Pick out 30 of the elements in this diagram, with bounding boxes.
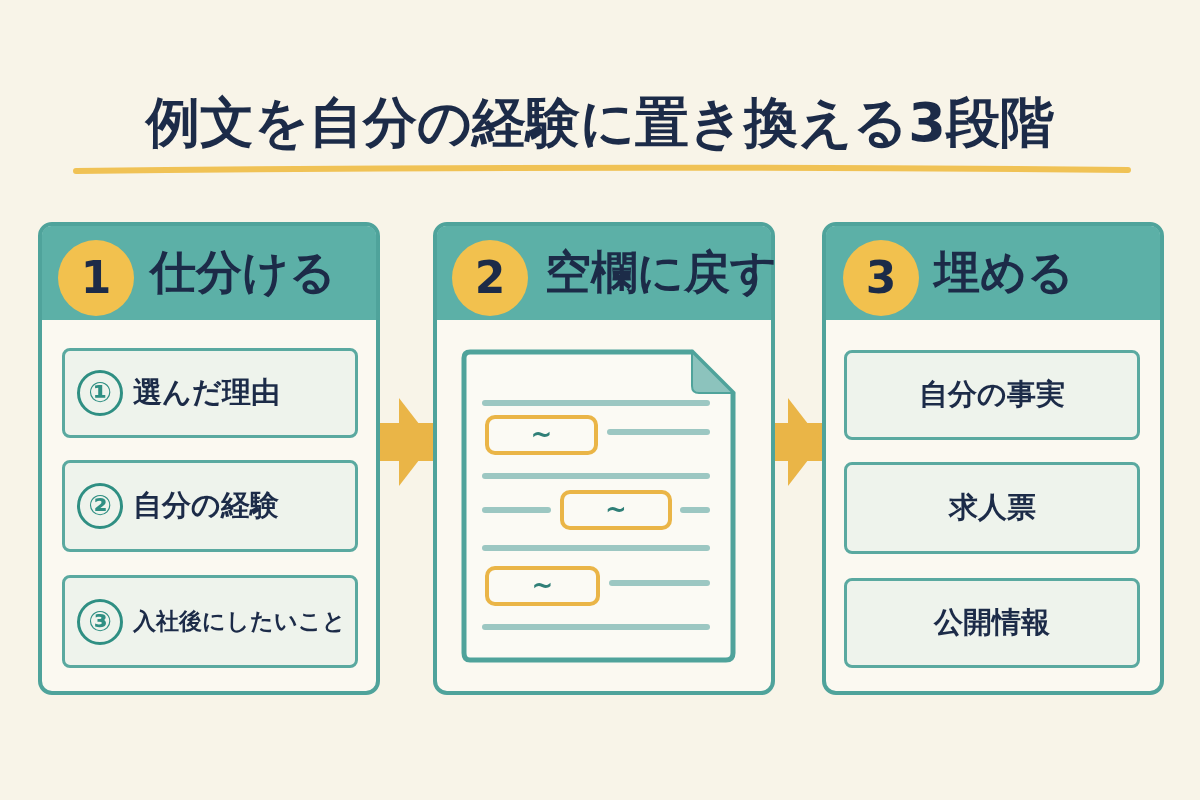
step-panel (822, 222, 1164, 695)
item-text: 求人票 (948, 489, 1036, 526)
blank-field: ~ (485, 566, 600, 606)
blank-field: ~ (485, 415, 598, 455)
item-text: 自分の経験 (133, 487, 279, 524)
number-badge: 1 (58, 240, 134, 316)
circled-number: ③ (77, 598, 123, 645)
item-text: 公開情報 (934, 604, 1050, 641)
arrow (380, 398, 433, 486)
number-badge: 3 (843, 240, 919, 316)
step-title: 空欄に戻す (545, 244, 777, 301)
arrow (775, 398, 822, 486)
circled-number: ② (77, 483, 123, 529)
blank-field: ~ (560, 490, 672, 530)
item-box (62, 348, 358, 438)
number-badge: 2 (452, 240, 528, 316)
item-box (844, 462, 1140, 554)
item-text: 入社後にしたいこと (133, 607, 346, 636)
step-title: 埋める (934, 244, 1074, 301)
step-panel (38, 222, 380, 695)
title: 例文を自分の経験に置き換える3段階 (144, 90, 1055, 156)
item-box (844, 350, 1140, 440)
item-text: 自分の事実 (919, 376, 1065, 413)
item-text: 選んだ理由 (133, 374, 280, 411)
step-title: 仕分ける (150, 244, 336, 301)
item-box (62, 575, 358, 668)
step-panel (433, 222, 775, 695)
item-box (844, 578, 1140, 668)
circled-number: ① (77, 370, 123, 416)
item-box (62, 460, 358, 552)
